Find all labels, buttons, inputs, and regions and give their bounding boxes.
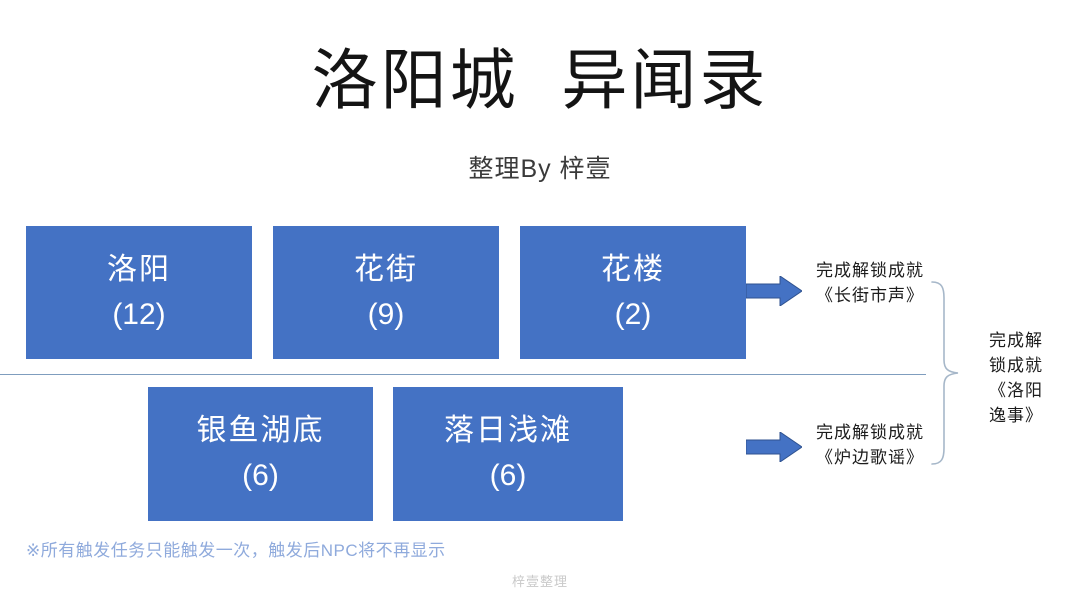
- node-box-hualou[interactable]: 花楼 (2): [520, 226, 746, 359]
- footnote-text: ※所有触发任务只能触发一次，触发后NPC将不再显示: [26, 541, 446, 560]
- node-label: 洛阳: [107, 252, 171, 286]
- achievement-caption-luoyangyishi: 完成解 锁成就 《洛阳 逸事》: [989, 331, 1043, 425]
- node-label: 花楼: [601, 252, 665, 286]
- node-count: (9): [367, 297, 405, 331]
- achievement-caption-changjieshisheng: 完成解锁成就 《长街市声》: [816, 261, 924, 305]
- node-count: (6): [489, 459, 527, 492]
- right-arrow-icon: [746, 276, 802, 306]
- right-arrow-icon: [746, 432, 802, 462]
- page-subtitle: 整理By 梓壹: [468, 155, 612, 183]
- curly-brace-icon: [931, 281, 959, 465]
- horizontal-divider: [0, 374, 926, 375]
- node-count: (6): [242, 459, 279, 492]
- node-label: 银鱼湖底: [196, 414, 325, 447]
- watermark-text: 梓壹整理: [511, 574, 568, 589]
- node-box-luoyang[interactable]: 洛阳 (12): [26, 226, 252, 359]
- node-label: 花街: [354, 252, 418, 286]
- node-box-huajie[interactable]: 花街 (9): [273, 226, 499, 359]
- node-count: (12): [112, 297, 166, 331]
- node-box-luoriqiantan[interactable]: 落日浅滩 (6): [393, 387, 623, 521]
- node-count: (2): [614, 297, 652, 331]
- achievement-caption-lubiangeyao: 完成解锁成就 《炉边歌谣》: [816, 423, 924, 467]
- node-box-yinyuhudi[interactable]: 银鱼湖底 (6): [148, 387, 373, 521]
- page-title: 洛阳城 异闻录: [311, 43, 769, 117]
- node-label: 落日浅滩: [444, 414, 572, 447]
